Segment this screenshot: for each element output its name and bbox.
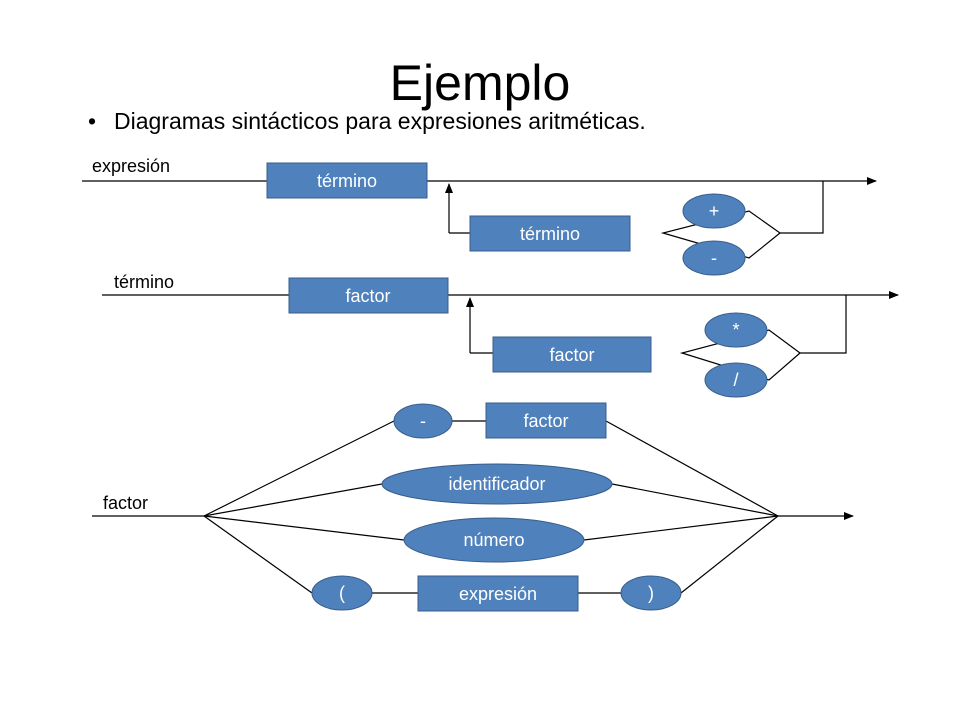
diagram-expresion: expresión término término + - — [82, 156, 877, 276]
node-op-mul: * — [704, 312, 768, 348]
diagram-label-expresion: expresión — [92, 156, 170, 176]
node-termino-2: término — [469, 215, 631, 252]
svg-text:factor: factor — [523, 411, 568, 431]
bullet-icon: • — [88, 108, 97, 134]
svg-text:(: ( — [339, 583, 345, 603]
diagram-termino-lines — [102, 291, 899, 381]
node-lparen: ( — [311, 575, 373, 611]
node-identificador: identificador — [381, 463, 613, 505]
svg-text:factor: factor — [549, 345, 594, 365]
bullet-item: • Diagramas sintácticos para expresiones … — [88, 108, 646, 135]
node-factor-1: factor — [288, 277, 449, 314]
bullet-text: Diagramas sintácticos para expresiones a… — [114, 108, 646, 134]
svg-text:*: * — [732, 320, 739, 340]
svg-text:-: - — [711, 248, 717, 268]
node-op-minus: - — [682, 240, 746, 276]
svg-text:término: término — [317, 171, 377, 191]
node-numero: número — [403, 517, 585, 563]
svg-text:): ) — [648, 583, 654, 603]
diagram-factor: factor - factor — [92, 402, 854, 612]
node-neg-factor: factor — [485, 402, 607, 439]
node-op-plus: + — [682, 193, 746, 229]
svg-text:factor: factor — [345, 286, 390, 306]
diagram-label-factor: factor — [103, 493, 148, 513]
svg-text:expresión: expresión — [459, 584, 537, 604]
diagram-expresion-lines — [82, 177, 877, 259]
svg-text:término: término — [520, 224, 580, 244]
node-expresion: expresión — [417, 575, 579, 612]
svg-text:-: - — [420, 411, 426, 431]
diagram-label-termino: término — [114, 272, 174, 292]
diagram-termino: término factor factor * / — [102, 272, 899, 398]
svg-text:número: número — [463, 530, 524, 550]
svg-text:/: / — [733, 370, 738, 390]
svg-text:identificador: identificador — [448, 474, 545, 494]
node-op-div: / — [704, 362, 768, 398]
node-termino-1: término — [266, 162, 428, 199]
slide-title: Ejemplo — [389, 55, 571, 111]
node-rparen: ) — [620, 575, 682, 611]
node-neg-op: - — [393, 403, 453, 439]
node-factor-2: factor — [492, 336, 652, 373]
diagram-factor-lines — [92, 420, 854, 594]
svg-text:+: + — [709, 201, 720, 221]
